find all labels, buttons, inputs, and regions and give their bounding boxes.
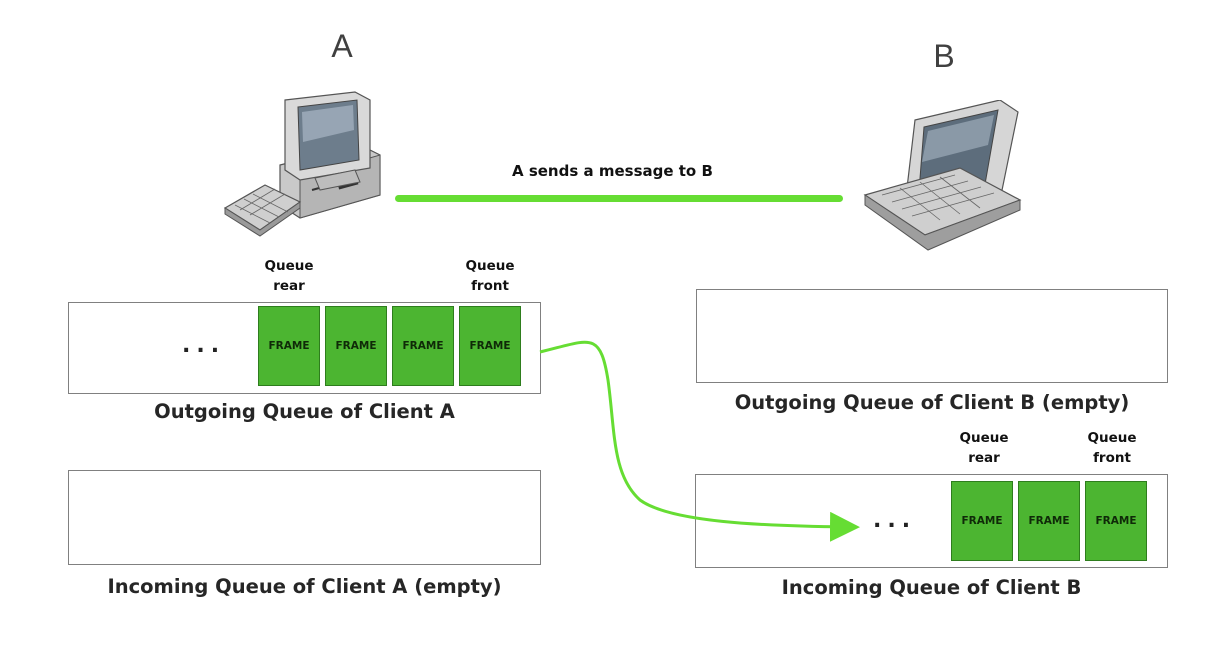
message-line	[395, 195, 843, 202]
ellipsis: ...	[182, 333, 226, 358]
outgoing-queue-a-caption: Outgoing Queue of Client A	[154, 400, 455, 423]
queue-rear-label-a: Queue rear	[264, 258, 314, 294]
frame: FRAME	[459, 306, 521, 386]
frame: FRAME	[1018, 481, 1080, 561]
client-b-label: B	[933, 38, 955, 74]
queue-front-label-b: Queue front	[1087, 430, 1137, 466]
laptop-icon	[863, 100, 1022, 251]
queue-rear-label-b: Queue rear	[959, 430, 1009, 466]
frame: FRAME	[258, 306, 320, 386]
frame: FRAME	[951, 481, 1013, 561]
frame: FRAME	[1085, 481, 1147, 561]
incoming-queue-a	[68, 470, 541, 565]
incoming-queue-b-caption: Incoming Queue of Client B	[781, 576, 1082, 599]
outgoing-queue-b	[696, 289, 1168, 383]
outgoing-queue-b-caption: Outgoing Queue of Client B (empty)	[734, 391, 1130, 414]
desktop-computer-icon	[223, 91, 381, 237]
queue-front-label-a: Queue front	[465, 258, 515, 294]
incoming-queue-a-caption: Incoming Queue of Client A (empty)	[107, 575, 502, 598]
ellipsis: ...	[873, 508, 917, 533]
frame: FRAME	[325, 306, 387, 386]
client-a-label: A	[331, 28, 353, 64]
frame: FRAME	[392, 306, 454, 386]
message-label: A sends a message to B	[512, 162, 713, 180]
